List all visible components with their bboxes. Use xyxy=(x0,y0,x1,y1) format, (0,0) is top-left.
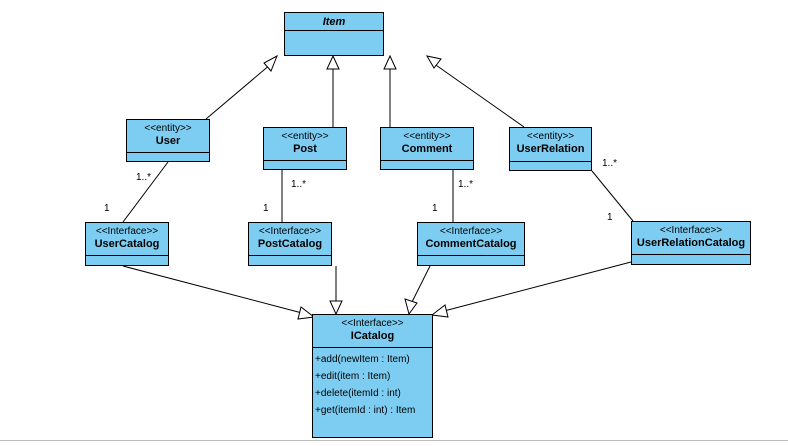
class-name: PostCatalog xyxy=(257,238,323,250)
class-divider xyxy=(381,160,473,161)
class-divider xyxy=(510,161,591,162)
item-class-name: Item xyxy=(322,16,346,28)
user-multiplicity-many: 1..* xyxy=(136,172,152,183)
class-name: UserRelation xyxy=(516,143,585,155)
postcatalog-interface: <<Interface>> PostCatalog xyxy=(248,222,332,266)
class-divider xyxy=(249,255,331,256)
class-name: ICatalog xyxy=(350,330,395,342)
usercatalog-interface: <<Interface>> UserCatalog xyxy=(85,222,169,266)
userrelation-generalization-line xyxy=(432,62,525,128)
user-generalization-line xyxy=(205,63,272,120)
user-multiplicity-one: 1 xyxy=(104,203,110,214)
userrelation-generalization-arrowhead xyxy=(425,55,442,69)
class-name: CommentCatalog xyxy=(425,238,517,250)
stereotype-label: <<Interface>> xyxy=(659,225,723,236)
class-divider xyxy=(418,255,524,256)
stereotype-label: <<entity>> xyxy=(281,131,329,142)
user-entity-class: <<entity>> User xyxy=(126,119,210,162)
post-multiplicity-one: 1 xyxy=(263,203,269,214)
class-name: UserCatalog xyxy=(94,238,160,250)
operation-edit: +edit(item : Item) xyxy=(315,371,391,382)
operation-delete: +delete(itemId : int) xyxy=(315,388,401,399)
stereotype-label: <<entity>> xyxy=(403,131,451,142)
class-divider xyxy=(86,255,168,256)
item-class: Item xyxy=(284,12,384,56)
class-name: Comment xyxy=(401,143,453,155)
class-name: Post xyxy=(293,143,317,155)
postcatalog-realization-arrowhead xyxy=(329,300,343,316)
user-generalization-arrowhead xyxy=(263,54,278,72)
item-divider xyxy=(285,30,383,31)
stereotype-label: <<entity>> xyxy=(144,123,192,134)
userrelation-multiplicity-one: 1 xyxy=(607,212,613,223)
commentcatalog-realization-line xyxy=(411,265,431,303)
class-name: User xyxy=(155,135,181,147)
class-divider xyxy=(632,254,750,255)
user-catalog-association xyxy=(122,161,169,223)
comment-generalization-arrowhead xyxy=(383,54,397,70)
userrelationcatalog-realization-line xyxy=(443,261,632,312)
post-multiplicity-many: 1..* xyxy=(291,179,307,190)
operation-add: +add(newItem : Item) xyxy=(315,354,410,365)
userrelation-multiplicity-many: 1..* xyxy=(602,158,618,169)
userrelationcatalog-realization-arrowhead xyxy=(430,304,449,318)
class-divider xyxy=(264,160,346,161)
class-divider xyxy=(127,152,209,153)
operation-get: +get(itemId : int) : Item xyxy=(315,405,416,416)
post-entity-class: <<entity>> Post xyxy=(263,127,347,170)
stereotype-label: <<entity>> xyxy=(526,131,575,142)
class-name: UserRelationCatalog xyxy=(636,237,746,249)
comment-multiplicity-one: 1 xyxy=(432,203,438,214)
userrelation-entity-class: <<entity>> UserRelation xyxy=(509,127,592,171)
stereotype-label: <<Interface>> xyxy=(439,226,503,237)
canvas-bottom-border xyxy=(0,440,788,441)
stereotype-label: <<Interface>> xyxy=(341,318,404,329)
comment-multiplicity-many: 1..* xyxy=(458,179,474,190)
stereotype-label: <<Interface>> xyxy=(95,226,159,237)
userrelationcatalog-interface: <<Interface>> UserRelationCatalog xyxy=(631,221,751,265)
commentcatalog-realization-arrowhead xyxy=(404,298,418,316)
post-generalization-arrowhead xyxy=(326,54,340,70)
usercatalog-realization-line xyxy=(122,265,303,314)
comment-entity-class: <<entity>> Comment xyxy=(380,127,474,170)
class-divider xyxy=(313,347,432,348)
icatalog-interface: <<Interface>> ICatalog +add(newItem : It… xyxy=(312,314,433,438)
operations-list: +add(newItem : Item) +edit(item : Item) … xyxy=(315,351,415,419)
usercatalog-realization-arrowhead xyxy=(297,306,316,320)
commentcatalog-interface: <<Interface>> CommentCatalog xyxy=(417,222,525,266)
userrelation-catalog-association xyxy=(591,170,634,222)
stereotype-label: <<Interface>> xyxy=(258,226,322,237)
